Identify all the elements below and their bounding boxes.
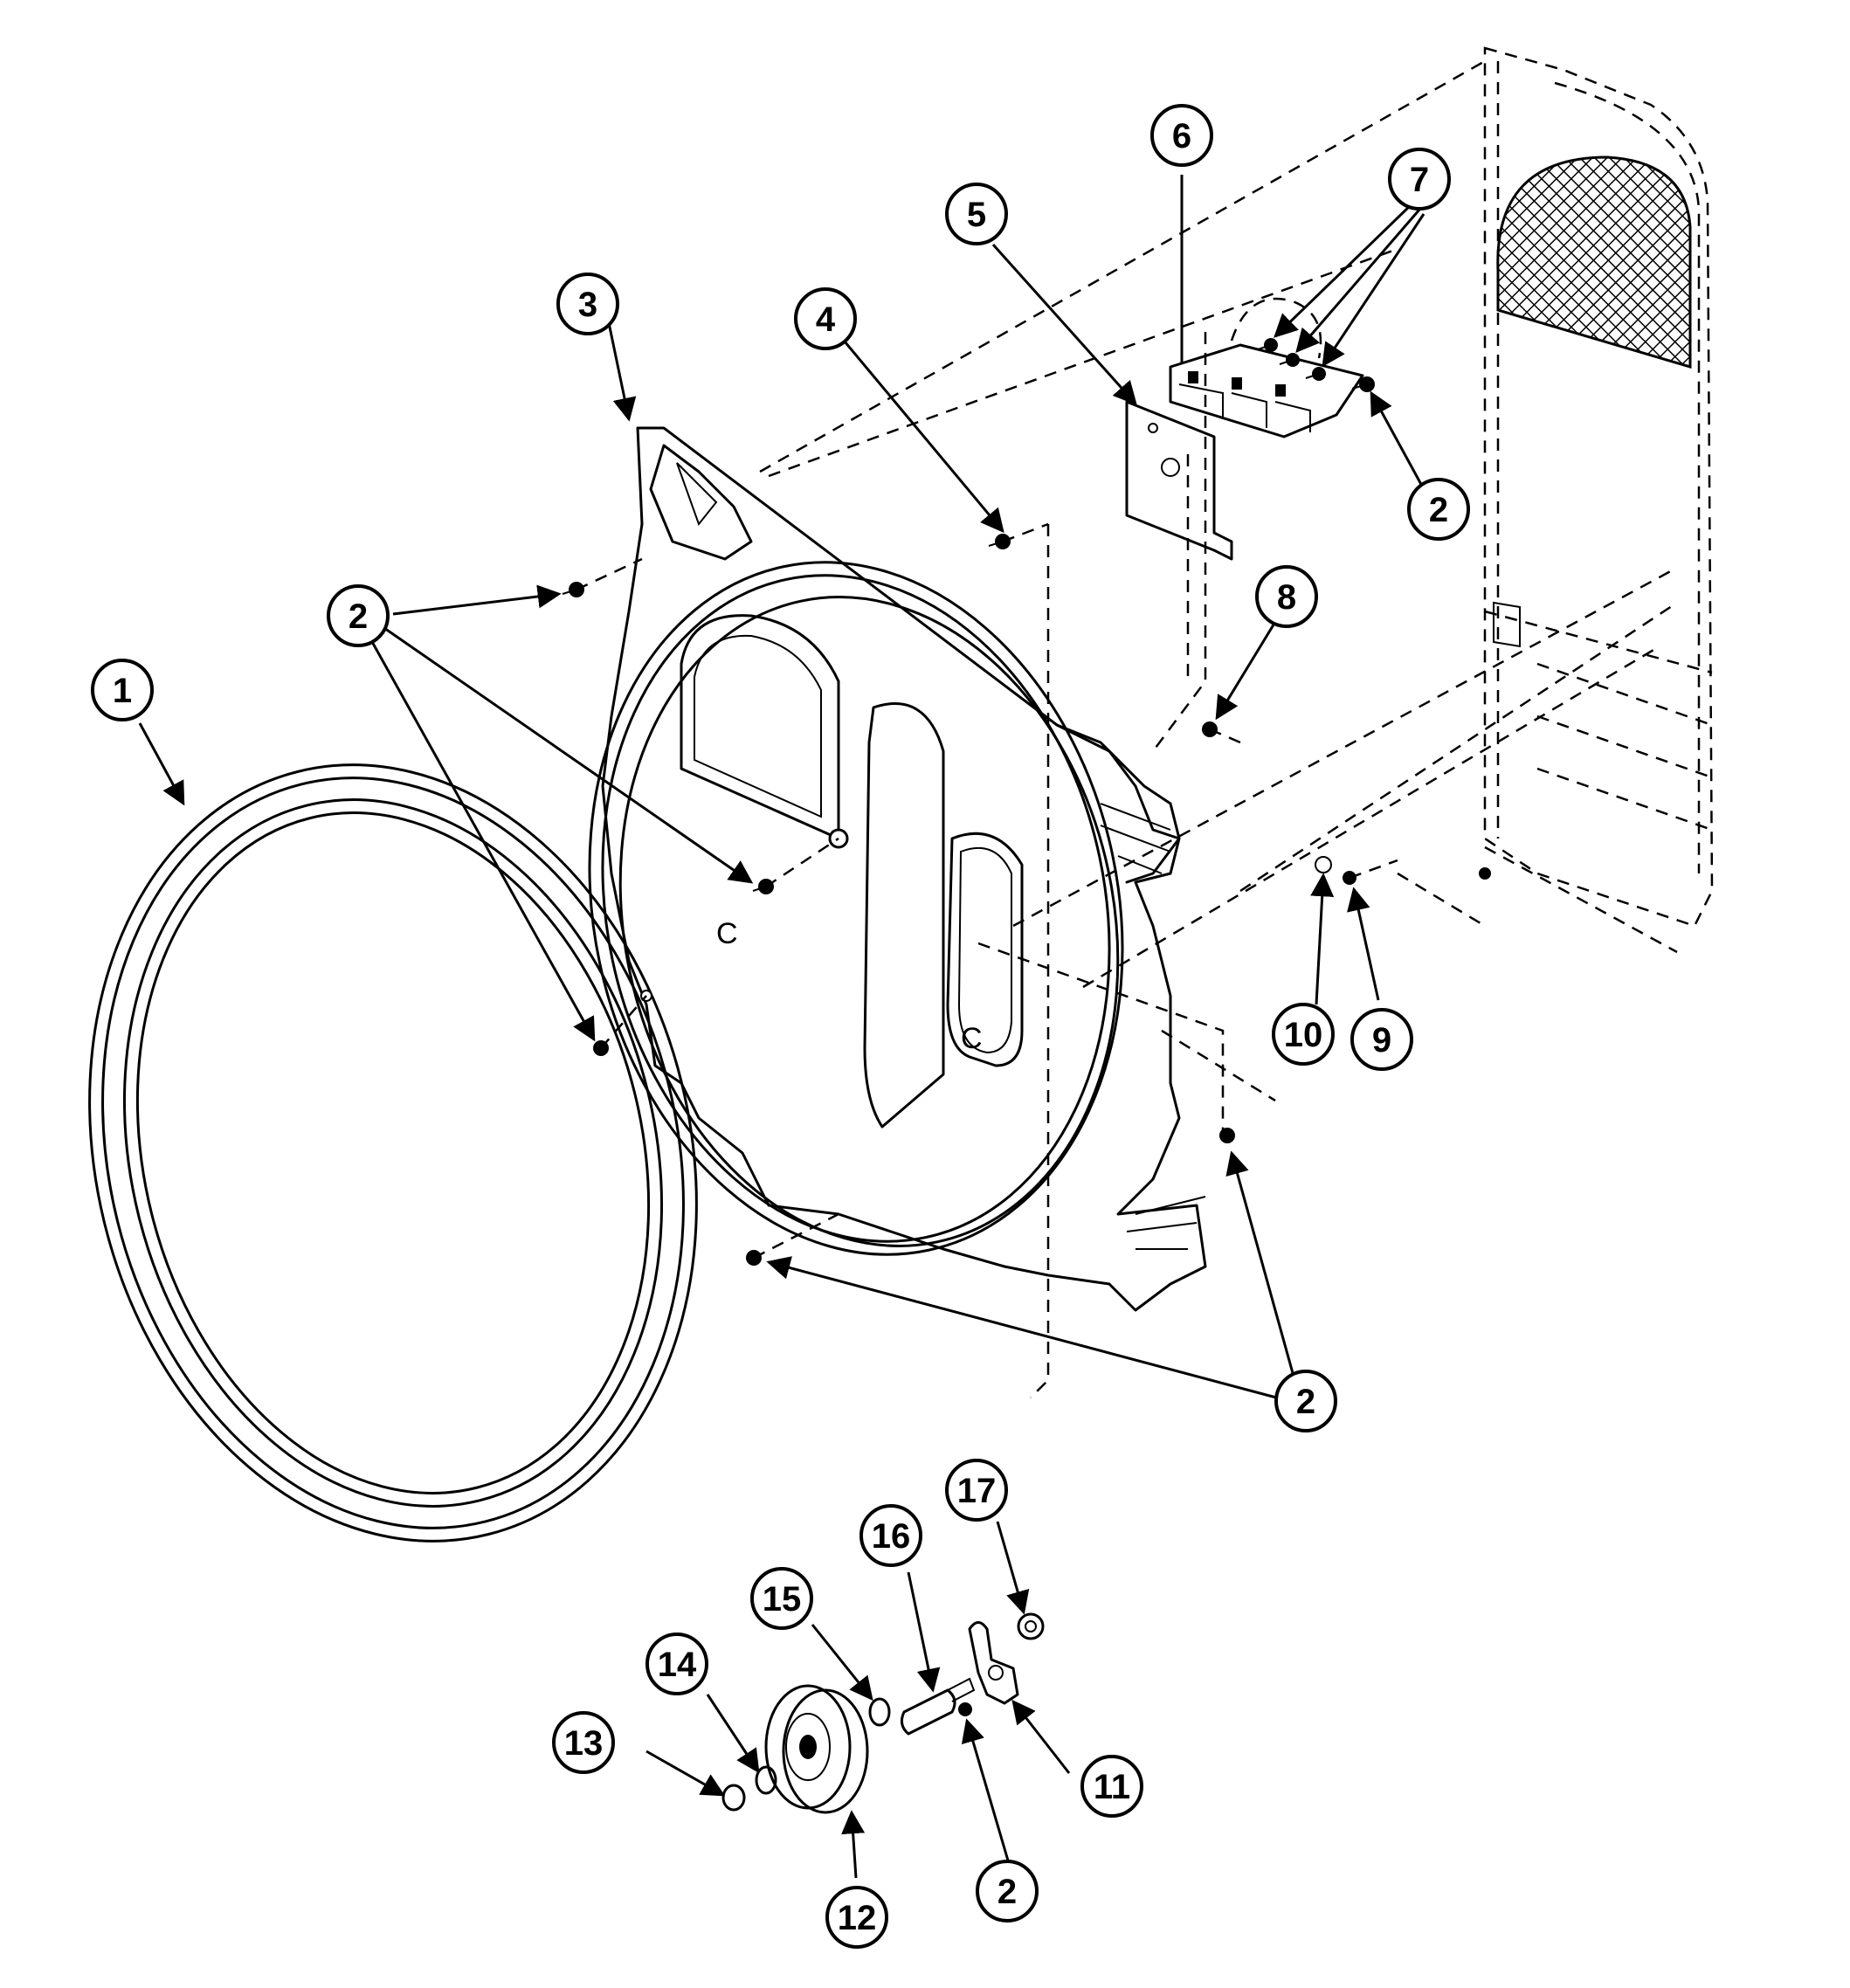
clip-13 [721, 1784, 746, 1812]
terminal-bracket [1125, 400, 1233, 561]
screw-2-center [752, 879, 774, 894]
callout-12: 12 [825, 1886, 888, 1949]
callout-6: 6 [1150, 104, 1213, 167]
roller-shaft [900, 1677, 976, 1736]
svg-text:6: 6 [1172, 117, 1191, 155]
svg-text:8: 8 [1277, 578, 1296, 617]
screw-7b [1279, 353, 1300, 367]
callout-11: 11 [1080, 1755, 1143, 1818]
callout-2b: 2 [1407, 478, 1470, 541]
callout-7: 7 [1388, 148, 1451, 211]
svg-text:13: 13 [564, 1724, 604, 1763]
callout-2a: 2 [327, 584, 390, 647]
fasteners [562, 338, 1398, 1716]
svg-text:4: 4 [816, 300, 836, 339]
screw-4 [988, 534, 1011, 549]
callout-8: 8 [1255, 565, 1318, 628]
svg-text:2: 2 [349, 597, 368, 636]
callout-3: 3 [556, 273, 619, 335]
svg-text:16: 16 [872, 1517, 911, 1556]
callout-13: 13 [552, 1711, 615, 1774]
callout-5: 5 [945, 183, 1008, 245]
svg-text:5: 5 [967, 196, 986, 234]
svg-text:2: 2 [1296, 1383, 1315, 1421]
callout-9: 9 [1350, 1008, 1413, 1071]
svg-text:15: 15 [763, 1580, 802, 1619]
svg-text:11: 11 [1094, 1768, 1130, 1806]
roller-assembly [721, 1612, 1045, 1814]
svg-text:2: 2 [997, 1873, 1017, 1911]
alignment-lines [759, 59, 1678, 1398]
svg-text:2: 2 [1429, 491, 1448, 529]
callout-10: 10 [1272, 1003, 1335, 1066]
screw-2-roller [958, 1702, 972, 1716]
roller-bracket [968, 1621, 1019, 1705]
terminal-block [1169, 297, 1364, 438]
callout-2d: 2 [976, 1860, 1039, 1922]
svg-text:1: 1 [113, 672, 132, 710]
front-bulkhead: C C [588, 426, 1207, 1312]
svg-text:7: 7 [1410, 161, 1429, 199]
clip-15 [868, 1697, 891, 1727]
callout-1: 1 [91, 659, 154, 721]
leader-lines [138, 175, 1425, 1879]
vent-mesh [1496, 155, 1692, 369]
callout-16: 16 [859, 1504, 922, 1567]
bulkhead-mark-2: C [961, 1022, 983, 1055]
washer-10 [1315, 856, 1332, 873]
roller-wheel [764, 1684, 869, 1814]
svg-text:14: 14 [658, 1646, 697, 1684]
callout-2c: 2 [1274, 1370, 1337, 1432]
washer-14 [755, 1765, 777, 1795]
screw-7c [1305, 367, 1326, 381]
screw-7a [1257, 338, 1278, 352]
svg-text:12: 12 [838, 1899, 877, 1937]
svg-text:10: 10 [1284, 1016, 1323, 1054]
cabinet-rear-panel [1479, 46, 1714, 928]
screw-2-left-upper [562, 582, 584, 597]
svg-text:17: 17 [957, 1472, 997, 1510]
nut-17 [1017, 1612, 1045, 1640]
bulkhead-mark-1: C [716, 917, 738, 950]
svg-text:3: 3 [578, 286, 597, 324]
callout-14: 14 [645, 1633, 708, 1695]
svg-text:9: 9 [1372, 1021, 1391, 1060]
front-seal-ring [88, 763, 698, 1543]
callout-15: 15 [750, 1567, 813, 1630]
screw-2-right [1219, 1128, 1235, 1143]
screw-2-top [1351, 376, 1375, 392]
callout-17: 17 [945, 1459, 1008, 1522]
callout-4: 4 [794, 287, 857, 350]
